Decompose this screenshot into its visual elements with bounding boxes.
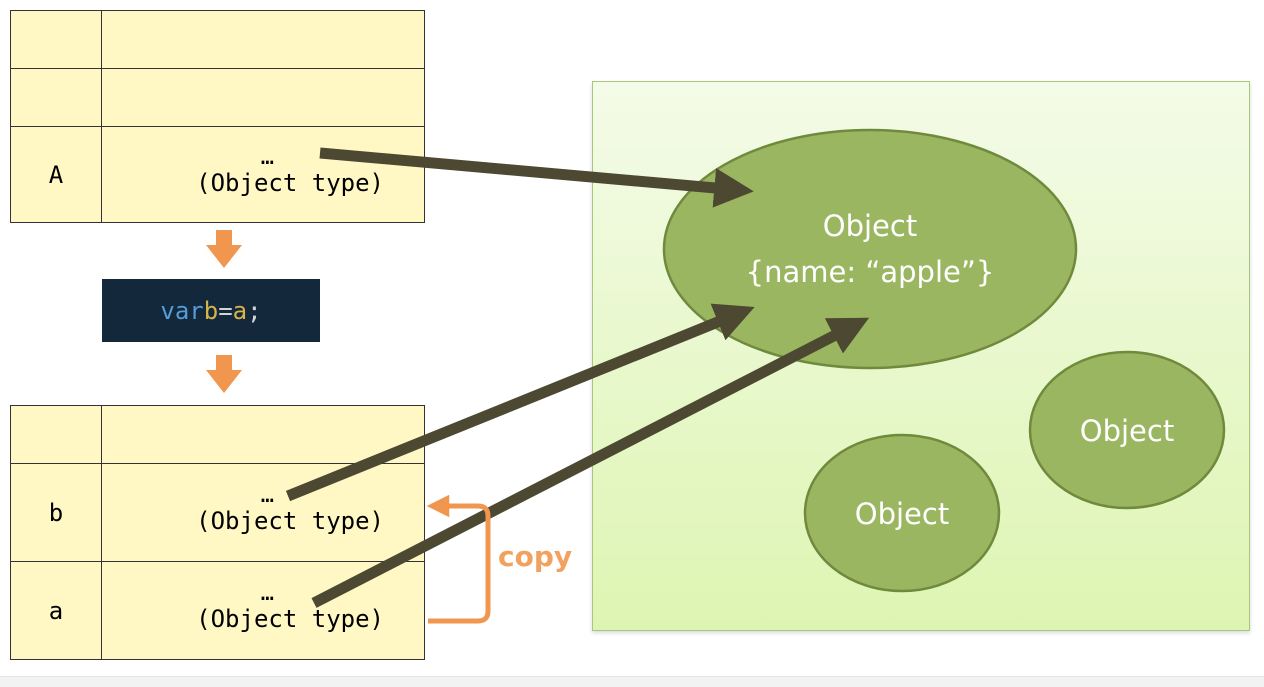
flow-arrow-down-2 [206,355,242,393]
reference-arrow-a [311,317,870,608]
stack-row-name [11,406,102,463]
stack-row-name [11,11,102,68]
stack-table-before: A … (Object type) [10,10,425,223]
bottom-strip [0,676,1264,687]
ellipsis: … [260,145,274,170]
stack-row-A: A … (Object type) [11,127,424,223]
stack-row [11,11,424,69]
reference-arrow-b [285,303,755,502]
object-content: {name: “apple”} [746,255,995,289]
code-snippet: var b = a; [102,279,320,342]
object-apple: Object {name: “apple”} [662,128,1078,370]
object-title: Object [823,209,917,243]
object-3: Object [803,433,1001,593]
reference-arrow-A [319,147,754,208]
type-label: (Object type) [196,605,384,633]
code-keyword: var [160,296,204,325]
stack-row-name: b [11,464,102,561]
stack-row-value: … (Object type) [101,464,424,561]
ellipsis: … [260,581,274,606]
stack-row-b: b … (Object type) [11,464,424,562]
stack-row-name: A [11,127,102,223]
type-label: (Object type) [196,506,384,535]
stack-row-a: a … (Object type) [11,562,424,660]
code-operator: = [218,296,233,325]
stack-row-value: … (Object type) [101,127,424,223]
stack-row-value: … (Object type) [101,562,424,660]
code-variable-b: b [203,296,219,325]
object-label: Object [855,497,949,531]
type-label: (Object type) [196,169,384,197]
stack-row-name [11,69,102,126]
code-variable-a: a [232,296,248,325]
code-semicolon: ; [247,296,262,325]
ellipsis: … [260,482,274,508]
stack-table-after: b … (Object type) a … (Object type) [10,405,425,660]
object-2: Object [1028,350,1226,510]
stack-row [11,406,424,464]
stack-row-name: a [11,562,102,660]
stack-row [11,69,424,127]
copy-label: copy [498,540,573,573]
object-label: Object [1080,414,1174,448]
copy-arrow [426,494,491,624]
flow-arrow-down-1 [206,230,242,268]
